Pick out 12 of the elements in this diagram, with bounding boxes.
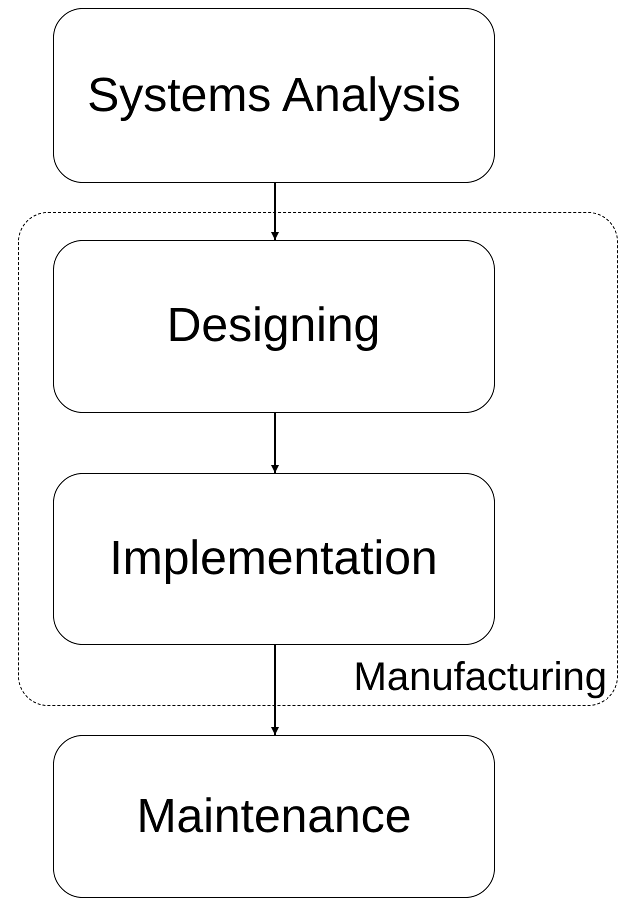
process-box bbox=[52, 240, 494, 412]
arrow bbox=[271, 413, 279, 473]
step-label: Designing bbox=[166, 298, 380, 354]
process-box bbox=[53, 735, 495, 898]
step-label: Implementation bbox=[109, 530, 438, 587]
group-frame bbox=[18, 212, 618, 706]
process-box bbox=[52, 472, 494, 644]
step-label: Systems Analysis bbox=[87, 68, 461, 124]
arrow bbox=[271, 645, 279, 735]
step-label: Maintenance bbox=[136, 788, 412, 845]
arrow bbox=[271, 183, 279, 240]
process-box bbox=[53, 8, 495, 183]
